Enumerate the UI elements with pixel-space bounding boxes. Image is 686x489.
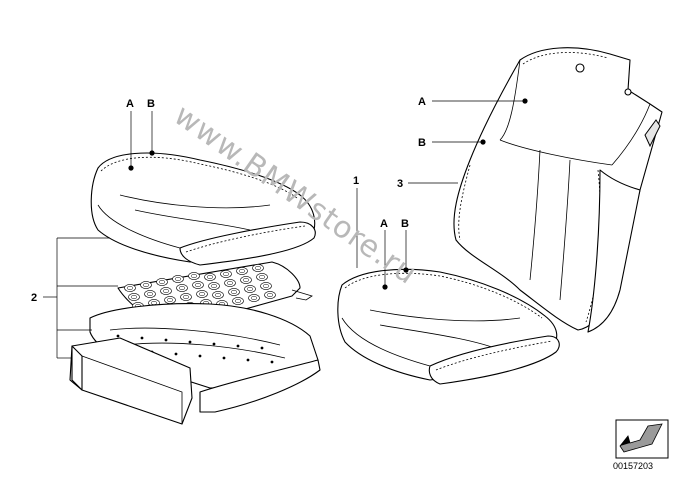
pad-cell	[232, 297, 244, 305]
pad-cell	[140, 281, 152, 289]
pad-cell	[176, 284, 188, 292]
callout-right-a: A	[418, 96, 426, 108]
callout-left-a: A	[126, 98, 134, 110]
pad-cell	[240, 276, 252, 284]
arrow-icon[interactable]	[615, 419, 669, 459]
pad-cell	[160, 287, 172, 295]
leader-lines	[43, 98, 528, 359]
pad-cell	[128, 293, 140, 301]
foam-block	[69, 337, 321, 425]
pad-cell	[188, 272, 200, 280]
pad-cell	[192, 281, 204, 289]
pad-cell	[224, 279, 236, 287]
callout-2: 2	[31, 292, 37, 304]
frame-hole	[140, 336, 144, 340]
frame-hole	[260, 346, 264, 350]
pad-cell	[228, 288, 240, 296]
callout-left-b: B	[147, 98, 155, 110]
frame-hole	[222, 356, 226, 360]
center-seat-cushion	[337, 268, 560, 385]
pad-cell	[172, 275, 184, 283]
pad-cell	[180, 293, 192, 301]
diagram-id: 00157203	[613, 461, 654, 471]
callout-mid-a: A	[380, 218, 388, 230]
pad-cell	[196, 290, 208, 298]
callout-mid-b: B	[401, 218, 409, 230]
pad-cell	[256, 273, 268, 281]
pad-cell	[208, 282, 220, 290]
pad-cell	[124, 284, 136, 292]
frame-hole	[174, 352, 178, 356]
pad-cell	[144, 290, 156, 298]
pad-cell	[248, 294, 260, 302]
callout-right-b: B	[418, 137, 426, 149]
pad-cell	[236, 267, 248, 275]
pad-cell	[220, 270, 232, 278]
pad-cell	[212, 291, 224, 299]
pad-cell	[264, 291, 276, 299]
frame-hole	[198, 354, 202, 358]
pad-cell	[156, 278, 168, 286]
frame-hole	[116, 334, 120, 338]
pad-cell	[260, 282, 272, 290]
backrest	[453, 47, 663, 333]
pad-cell	[164, 296, 176, 304]
pad-cell	[244, 285, 256, 293]
frame-hole	[188, 340, 192, 344]
left-seat-cover	[90, 152, 316, 266]
callout-1: 1	[353, 175, 359, 187]
frame-hole	[246, 358, 250, 362]
callout-3: 3	[397, 178, 403, 190]
frame-hole	[270, 360, 274, 364]
frame-hole	[164, 338, 168, 342]
frame-hole	[236, 344, 240, 348]
pad-cell	[252, 264, 264, 272]
frame-hole	[212, 342, 216, 346]
pad-cell	[204, 273, 216, 281]
